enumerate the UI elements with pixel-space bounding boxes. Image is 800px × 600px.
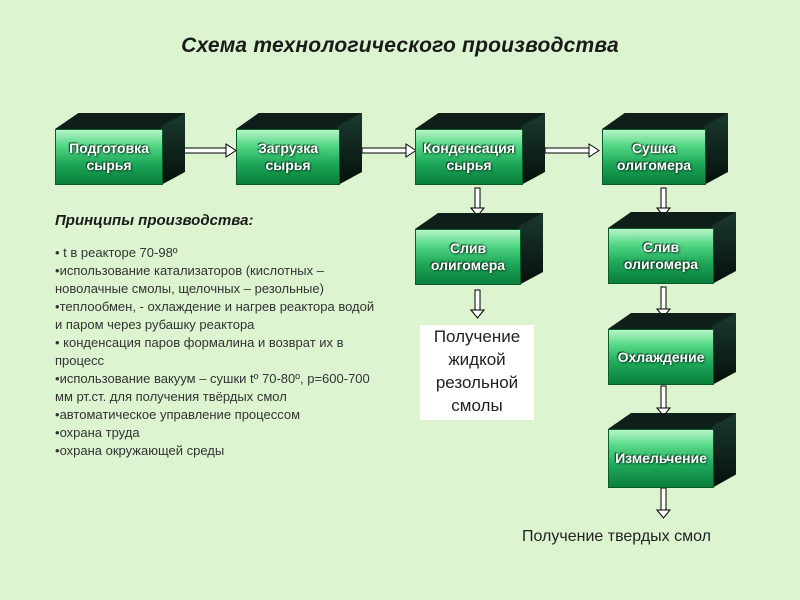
block-ohlazhdenie-label: Охлаждение [608, 329, 714, 385]
arrow-zagruzka-to-kondensaciya [361, 143, 417, 158]
block-sushka: Сушка олигомера [602, 113, 728, 185]
block-izmelchenie-label: Измельчение [608, 429, 714, 488]
block-kondensaciya-label: Конденсация сырья [415, 129, 523, 185]
block-zagruzka-label: Загрузка сырья [236, 129, 340, 185]
principle-item: использование катализаторов (кислотных –… [55, 262, 375, 298]
principle-item: охрана окружающей среды [55, 442, 375, 460]
arrow-sliv-to-liquid [469, 289, 486, 319]
block-sushka-label: Сушка олигомера [602, 129, 706, 185]
block-podgotovka: Подготовка сырья [55, 113, 185, 185]
arrow-ohlazhdenie-to-izmelchenie [655, 385, 672, 417]
block-sliv-2: Слив олигомера [608, 212, 736, 284]
result-solid-resin: Получение твердых смол [522, 528, 711, 545]
page-title: Схема технологического производства [181, 34, 619, 57]
arrow-kondensaciya-to-sushka [544, 143, 600, 158]
principle-item: t в реакторе 70-98º [55, 244, 375, 262]
principle-item: конденсация паров формалина и возврат их… [55, 334, 375, 370]
principles-section: Принципы производства: t в реакторе 70-9… [55, 212, 375, 460]
result-liquid-resin: Получение жидкой резольной смолы [420, 325, 534, 420]
arrow-podgotovka-to-zagruzka [181, 143, 237, 158]
block-zagruzka: Загрузка сырья [236, 113, 362, 185]
block-sliv-2-label: Слив олигомера [608, 228, 714, 284]
principle-item: теплообмен, - охлаждение и нагрев реакто… [55, 298, 375, 334]
block-sliv-1-label: Слив олигомера [415, 229, 521, 285]
principle-item: охрана труда [55, 424, 375, 442]
principle-item: использование вакуум – сушки tº 70-80º, … [55, 370, 375, 406]
principles-list: t в реакторе 70-98º использование катали… [55, 244, 375, 460]
block-kondensaciya: Конденсация сырья [415, 113, 545, 185]
block-sliv-1: Слив олигомера [415, 213, 543, 285]
arrow-kondensaciya-to-sliv [469, 187, 486, 217]
block-ohlazhdenie: Охлаждение [608, 313, 736, 385]
arrow-izmelchenie-to-solid [655, 487, 672, 519]
principle-item: автоматическое управление процессом [55, 406, 375, 424]
block-podgotovka-label: Подготовка сырья [55, 129, 163, 185]
principles-title: Принципы производства: [55, 212, 254, 229]
block-izmelchenie: Измельчение [608, 413, 736, 488]
